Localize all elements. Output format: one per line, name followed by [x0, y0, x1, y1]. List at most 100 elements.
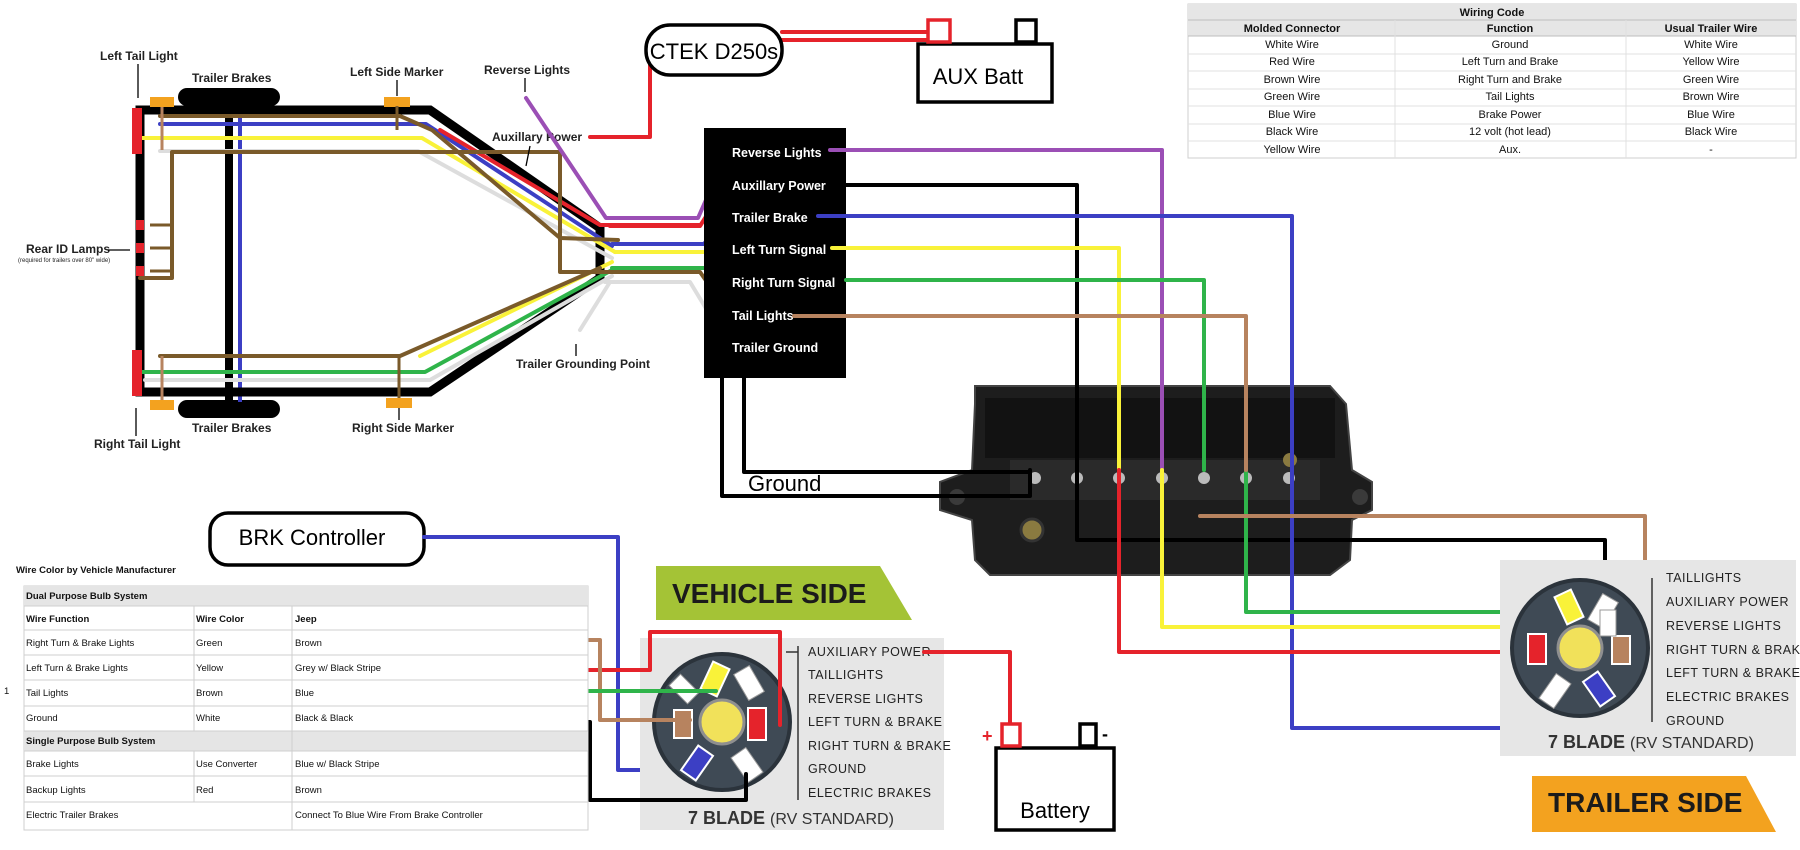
- vehicle-mfr-cell: Yellow: [196, 663, 223, 674]
- auxiliary-power-label: Auxillary Power: [492, 130, 582, 144]
- connector-row: Trailer Brake: [732, 211, 808, 225]
- vehicle-mfr-title: Wire Color by Vehicle Manufacturer: [16, 565, 176, 576]
- vehicle-mfr-header: Wire Color: [196, 614, 244, 625]
- battery-minus: -: [1102, 724, 1108, 744]
- wiring-code-cell: Yellow Wire: [1682, 56, 1739, 68]
- trailer-blade-left-turn: [1527, 633, 1547, 665]
- trailer-side-title: TRAILER SIDE: [1548, 787, 1742, 818]
- vehicle-pin-label: LEFT TURN & BRAKE: [808, 715, 942, 729]
- trailer-pin-label: RIGHT TURN & BRAKE: [1666, 643, 1800, 657]
- vehicle-mfr-cell: White: [196, 713, 220, 724]
- connector-row: Right Turn Signal: [732, 276, 835, 290]
- trailer-pin-label: GROUND: [1666, 714, 1725, 728]
- connector-row: Reverse Lights: [732, 146, 822, 160]
- trailer-blade-title: 7 BLADE (RV STANDARD): [1548, 732, 1754, 752]
- vehicle-mfr-cell: Brown: [295, 785, 322, 796]
- wiring-code-header: Molded Connector: [1244, 23, 1341, 35]
- aux-battery: AUX Batt: [916, 18, 1054, 104]
- left-side-marker: [384, 97, 410, 107]
- vehicle-mfr-cell: Brake Lights: [26, 759, 79, 770]
- wiring-code-cell: Yellow Wire: [1263, 144, 1320, 156]
- vehicle-pin-label: TAILLIGHTS: [808, 668, 884, 682]
- left-tail-light: [132, 108, 142, 154]
- connector-row: Auxillary Power: [732, 179, 826, 193]
- wiring-code-title: Wiring Code: [1460, 7, 1525, 19]
- vehicle-pin-label: GROUND: [808, 762, 867, 776]
- junction-box: [939, 385, 1373, 576]
- wiring-code-header: Function: [1487, 23, 1534, 35]
- trailer-pin-label: LEFT TURN & BRAKE: [1666, 666, 1800, 680]
- wiring-code-cell: Brake Power: [1479, 109, 1542, 121]
- vehicle-mfr-cell: Electric Trailer Brakes: [26, 810, 119, 821]
- trailer-grounding-point-label: Trailer Grounding Point: [516, 357, 650, 371]
- rear-id-note: (required for trailers over 80" wide): [18, 258, 110, 264]
- vehicle-pin-label: ELECTRIC BRAKES: [808, 786, 932, 800]
- vehicle-pin-label: RIGHT TURN & BRAKE: [808, 739, 951, 753]
- vehicle-mfr-header: Wire Function: [26, 614, 89, 625]
- vehicle-mfr-cell: Use Converter: [196, 759, 257, 770]
- vehicle-mfr-cell: Grey w/ Black Stripe: [295, 663, 381, 674]
- wiring-code-cell: Right Turn and Brake: [1458, 74, 1562, 86]
- vehicle-mfr-cell: Right Turn & Brake Lights: [26, 638, 134, 649]
- vehicle-mfr-header: Jeep: [295, 614, 317, 625]
- reverse-lights-label: Reverse Lights: [484, 63, 570, 77]
- vehicle-mfr-section: Dual Purpose Bulb System: [26, 591, 147, 602]
- trailer-pin-label: ELECTRIC BRAKES: [1666, 690, 1790, 704]
- vehicle-mfr-cell: Brown: [295, 638, 322, 649]
- rear-id-lamps-label: Rear ID Lamps: [26, 242, 110, 256]
- wiring-code-cell: -: [1709, 144, 1713, 156]
- right-side-marker-label: Right Side Marker: [352, 421, 454, 435]
- connector-block: Reverse Lights Auxillary Power Trailer B…: [704, 128, 846, 378]
- vehicle-side: VEHICLE SIDE AUXILIARY POWER TAILLIGHTS …: [640, 566, 951, 830]
- wiring-code-cell: Black Wire: [1266, 126, 1319, 138]
- margin-mark: 1: [4, 686, 9, 697]
- connector-row: Tail Lights: [732, 309, 794, 323]
- battery-label: Battery: [1020, 798, 1090, 823]
- wiring-code-cell: Red Wire: [1269, 56, 1315, 68]
- right-tail-light: [132, 350, 142, 396]
- wiring-code-cell: Brown Wire: [1264, 74, 1321, 86]
- connector-row: Left Turn Signal: [732, 243, 826, 257]
- vehicle-blade-left-turn: [747, 707, 767, 741]
- vehicle-mfr-section: Single Purpose Bulb System: [26, 736, 155, 747]
- wiring-code-cell: Green Wire: [1683, 74, 1739, 86]
- right-side-marker: [386, 398, 412, 408]
- wiring-code-cell: Blue Wire: [1687, 109, 1735, 121]
- vehicle-mfr-cell: Red: [196, 785, 213, 796]
- left-tail-light-label: Left Tail Light: [100, 49, 178, 63]
- wiring-code-cell: Green Wire: [1264, 91, 1320, 103]
- ctek-label: CTEK D250s: [650, 39, 778, 64]
- wiring-code-cell: Ground: [1492, 39, 1529, 51]
- vehicle-mfr-cell: Black & Black: [295, 713, 353, 724]
- ground-label: Ground: [748, 471, 821, 496]
- trailer-pin-label: TAILLIGHTS: [1666, 571, 1742, 585]
- vehicle-mfr-cell: Ground: [26, 713, 58, 724]
- battery-plus: +: [982, 726, 993, 746]
- vehicle-pin-label: REVERSE LIGHTS: [808, 692, 923, 706]
- trailer-frame: Left Tail Light Trailer Brakes Left Side…: [18, 49, 702, 451]
- vehicle-mfr-cell: Connect To Blue Wire From Brake Controll…: [295, 810, 483, 821]
- trailer-brakes-top-label: Trailer Brakes: [192, 71, 272, 85]
- trailer-pin-label: AUXILIARY POWER: [1666, 595, 1789, 609]
- brk-controller-label: BRK Controller: [239, 525, 386, 550]
- left-tail-marker: [150, 97, 174, 107]
- wiring-code-cell: 12 volt (hot lead): [1469, 126, 1551, 138]
- wiring-code-header: Usual Trailer Wire: [1665, 23, 1758, 35]
- wiring-code-cell: Left Turn and Brake: [1462, 56, 1559, 68]
- wiring-code-cell: Brown Wire: [1683, 91, 1740, 103]
- wiring-code-cell: Tail Lights: [1486, 91, 1535, 103]
- brk-controller: BRK Controller: [208, 511, 426, 567]
- wiring-code-cell: Black Wire: [1685, 126, 1738, 138]
- vehicle-mfr-table: Wire Color by Vehicle Manufacturer Dual …: [4, 565, 589, 831]
- ctek-box: CTEK D250s: [644, 23, 784, 77]
- vehicle-mfr-cell: Tail Lights: [26, 688, 68, 699]
- connector-row: Trailer Ground: [732, 341, 818, 355]
- wiring-code-cell: Aux.: [1499, 144, 1521, 156]
- vehicle-mfr-cell: Blue w/ Black Stripe: [295, 759, 379, 770]
- vehicle-mfr-cell: Backup Lights: [26, 785, 86, 796]
- aux-batt-label: AUX Batt: [933, 64, 1023, 89]
- vehicle-mfr-cell: Green: [196, 638, 222, 649]
- left-side-marker-label: Left Side Marker: [350, 65, 444, 79]
- trailer-side: TAILLIGHTS AUXILIARY POWER REVERSE LIGHT…: [1500, 560, 1800, 832]
